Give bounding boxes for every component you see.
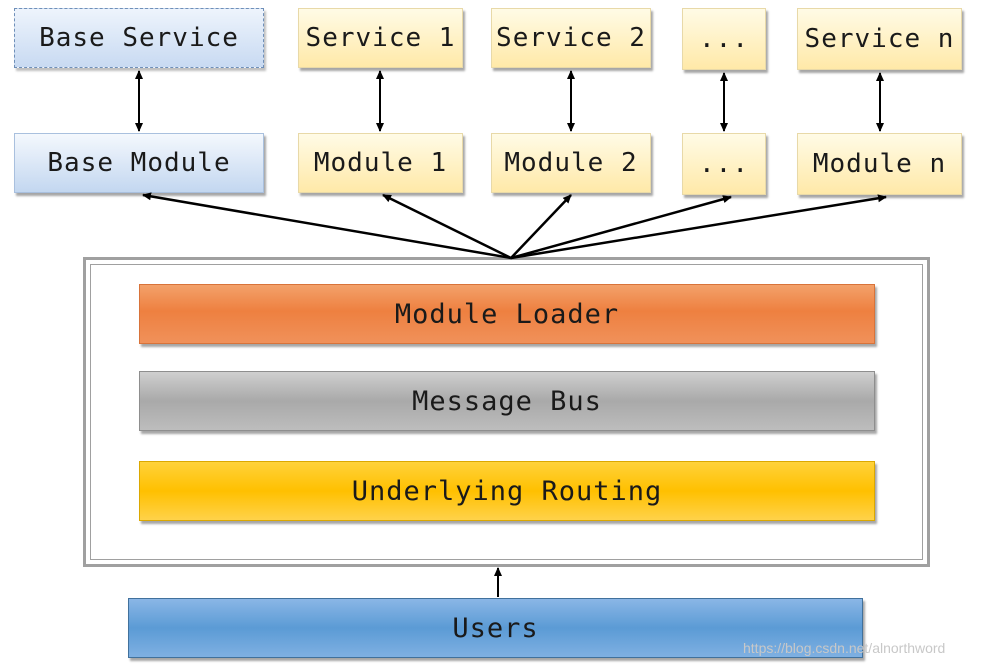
module-ellipsis-box: ... [682, 133, 766, 195]
service-2-box: Service 2 [491, 8, 651, 68]
base-module-label: Base Module [47, 148, 231, 178]
service-1-label: Service 1 [305, 23, 456, 53]
service-ellipsis-label: ... [699, 24, 749, 54]
message-bus-label: Message Bus [412, 385, 602, 417]
module-n-box: Module n [797, 133, 962, 195]
core-container-inner-border [90, 264, 923, 560]
message-bus-bar: Message Bus [139, 371, 875, 431]
watermark: https://blog.csdn.net/alnorthword [743, 640, 946, 656]
module-1-box: Module 1 [298, 133, 463, 193]
module-n-label: Module n [812, 149, 947, 179]
service-ellipsis-box: ... [682, 8, 766, 70]
arrow-core-module2 [510, 194, 572, 259]
module-ellipsis-label: ... [699, 149, 749, 179]
base-service-box: Base Service [14, 8, 264, 68]
module-loader-label: Module Loader [394, 298, 620, 330]
underlying-routing-bar: Underlying Routing [139, 461, 875, 521]
module-1-label: Module 1 [313, 148, 448, 178]
base-module-box: Base Module [14, 133, 264, 193]
service-n-label: Service n [804, 24, 955, 54]
arrow-core-ellipsis-module [510, 195, 732, 260]
underlying-routing-label: Underlying Routing [351, 475, 663, 507]
module-2-label: Module 2 [504, 148, 638, 178]
users-bar: Users [128, 598, 863, 658]
base-service-label: Base Service [39, 23, 239, 53]
arrow-core-module1 [382, 193, 512, 260]
service-1-box: Service 1 [298, 8, 463, 68]
arrow-core-base-module [142, 192, 512, 260]
arrow-core-modulen [510, 194, 887, 260]
service-n-box: Service n [797, 8, 962, 70]
service-2-label: Service 2 [496, 23, 646, 53]
users-label: Users [452, 612, 539, 644]
module-loader-bar: Module Loader [139, 284, 875, 344]
module-2-box: Module 2 [491, 133, 651, 193]
